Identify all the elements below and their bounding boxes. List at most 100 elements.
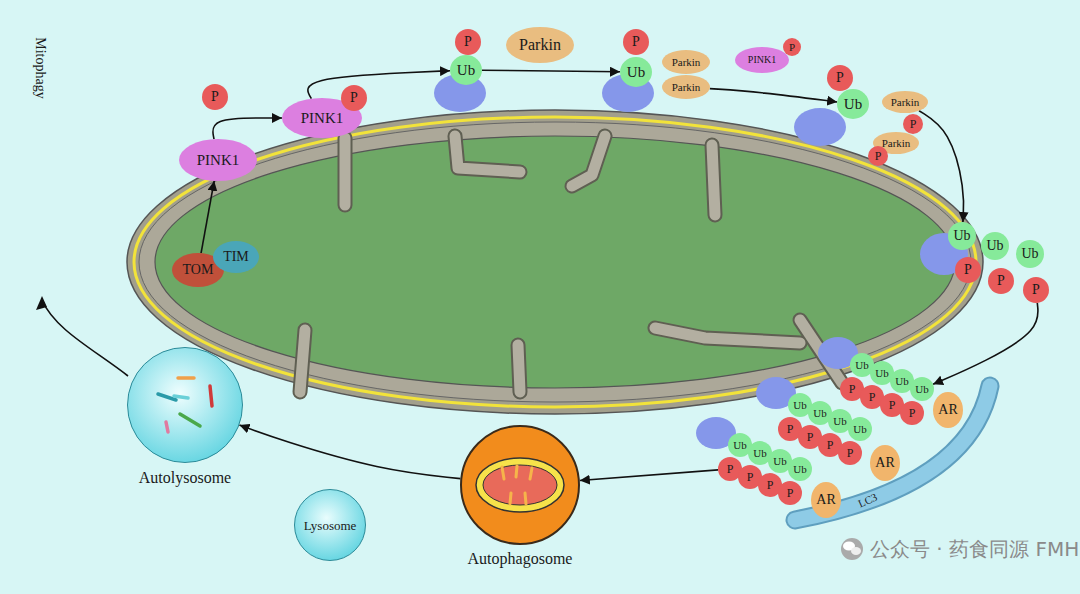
pathway-arrow — [710, 89, 837, 102]
ubiquitin: Ub — [981, 232, 1009, 260]
phosphate: P — [623, 29, 649, 55]
node-label: PINK1 — [748, 55, 776, 65]
node-label: TIM — [223, 250, 249, 264]
node-label: PINK1 — [197, 153, 240, 168]
node-label: AR — [816, 493, 835, 507]
node-label: Ub — [457, 63, 475, 78]
node-label: Ub — [953, 229, 970, 243]
pathway-arrow — [239, 425, 460, 479]
node-label: P — [849, 383, 856, 395]
autophagy-receptor: AR — [870, 445, 900, 481]
parkin-ligase: Parkin — [506, 27, 574, 63]
process-label: Mitophagy — [33, 37, 47, 98]
node-label: Ub — [986, 239, 1003, 253]
tim-complex: TIM — [213, 241, 259, 273]
pathway-arrow — [919, 111, 964, 222]
node-label: P — [1032, 283, 1040, 297]
node-label: P — [632, 35, 640, 49]
phosphate: P — [455, 29, 481, 55]
node-label: AR — [938, 403, 957, 417]
node-label: TOM — [183, 263, 214, 277]
node-label: P — [997, 274, 1005, 288]
node-label: Ub — [627, 65, 645, 80]
node-label: P — [964, 263, 972, 277]
ubiquitin: Ub — [848, 417, 872, 441]
pink1-kinase: PINK1 — [179, 139, 257, 181]
phosphate: P — [783, 38, 801, 56]
node-label: Ub — [813, 408, 826, 419]
ubiquitin: Ub — [948, 222, 976, 250]
node-label: P — [910, 118, 917, 130]
engulfed-mitochondrion — [462, 427, 578, 543]
autophagy-receptor: AR — [811, 482, 841, 518]
node-label: Ub — [753, 448, 766, 459]
node-label: P — [836, 71, 844, 85]
ubiquitin: Ub — [450, 55, 482, 85]
node-label: Ub — [915, 384, 928, 395]
ubiquitin: Ub — [837, 89, 869, 119]
phosphate: P — [202, 84, 228, 110]
mitophagy-arrow — [36, 296, 128, 376]
node-label: Parkin — [882, 138, 911, 149]
node-label: P — [787, 487, 794, 499]
node-label: Ub — [833, 416, 846, 427]
parkin-ligase: Parkin — [662, 75, 710, 99]
node-label: P — [727, 463, 734, 475]
phosphate: P — [955, 257, 981, 283]
node-label: Parkin — [672, 82, 701, 93]
pathway-arrow — [201, 181, 214, 253]
node-label: P — [789, 42, 795, 53]
node-label: AR — [875, 456, 894, 470]
phosphate: P — [1023, 277, 1049, 303]
node-label: P — [875, 150, 882, 162]
autophagosome: Autophagosome — [460, 425, 580, 545]
phosphate: P — [903, 114, 923, 134]
node-label: P — [869, 391, 876, 403]
watermark: 公众号 · 药食同源 FMH — [870, 539, 1079, 559]
lysosome: Lysosome — [294, 489, 366, 561]
node-label: Ub — [793, 400, 806, 411]
lc3-label: LC3 — [853, 491, 883, 509]
ubiquitin: Ub — [1016, 240, 1044, 268]
phosphate: P — [868, 146, 888, 166]
autolysosome: Autolysosome — [127, 347, 243, 463]
node-label: Parkin — [519, 37, 561, 53]
node-label: P — [909, 407, 916, 419]
node-label: Ub — [733, 440, 746, 451]
node-label: P — [807, 431, 814, 443]
node-label: Ub — [773, 456, 786, 467]
ubiquitin: Ub — [910, 377, 934, 401]
node-label: Parkin — [891, 97, 920, 108]
node-label: P — [767, 479, 774, 491]
mitochondrion — [127, 110, 983, 414]
parkin-ligase: Parkin — [662, 50, 710, 74]
pathway-arrow — [213, 118, 282, 139]
pathway-arrow — [308, 71, 450, 99]
phosphate: P — [900, 401, 924, 425]
phosphate: P — [827, 65, 853, 91]
phosphate: P — [778, 481, 802, 505]
phosphate: P — [341, 85, 367, 111]
autophagy-receptor: AR — [933, 392, 963, 428]
node-label: P — [350, 91, 358, 105]
node-heading: Autophagosome — [468, 551, 573, 567]
node-label: Parkin — [672, 57, 701, 68]
parkin-ligase: Parkin — [882, 91, 928, 113]
pathway-arrow — [580, 470, 718, 481]
phosphate: P — [838, 441, 862, 465]
node-label: Ub — [895, 376, 908, 387]
node-label: Ub — [793, 464, 806, 475]
node-label: Ub — [875, 368, 888, 379]
phosphate: P — [988, 268, 1014, 294]
digested-fragments — [128, 348, 241, 461]
ubiquitin: Ub — [788, 457, 812, 481]
node-label: P — [827, 439, 834, 451]
pathway-arrow — [482, 70, 620, 72]
node-label: Ub — [1021, 247, 1038, 261]
substrate-protein — [434, 74, 968, 449]
node-label: P — [464, 35, 472, 49]
node-label: P — [787, 423, 794, 435]
node-label: Ub — [844, 97, 862, 112]
node-label: Lysosome — [304, 519, 357, 532]
